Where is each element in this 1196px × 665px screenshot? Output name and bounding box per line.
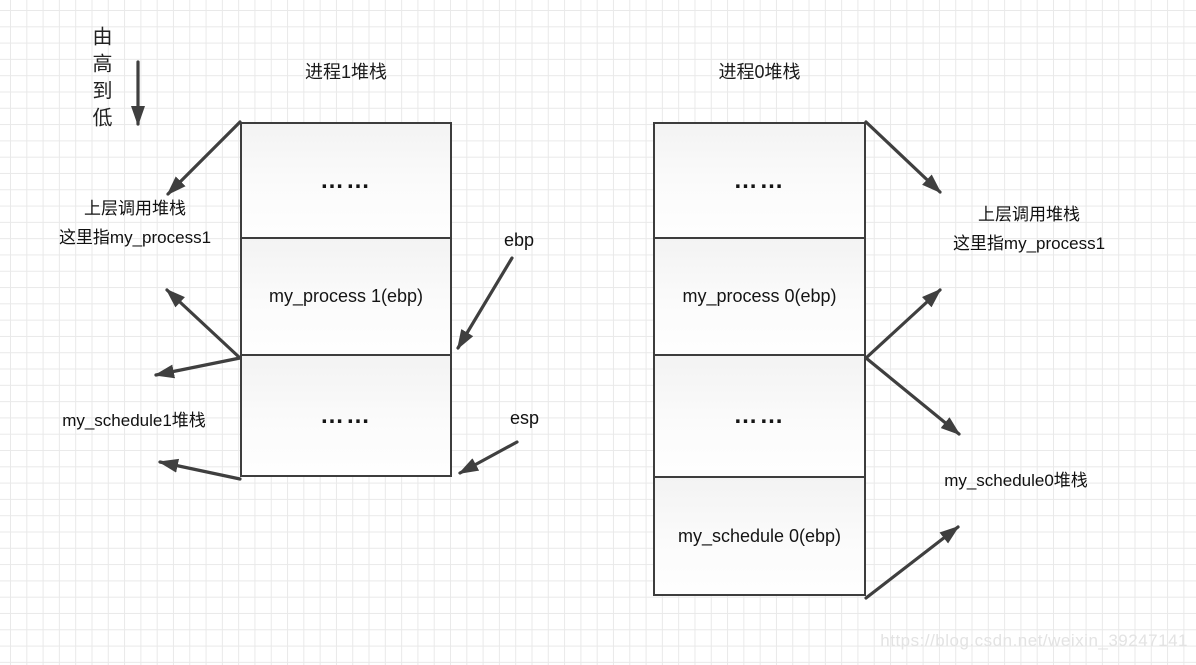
stack1-caller-line2: 这里指my_process1 [58,228,212,247]
stack1-caller-annotation: 上层调用堆栈 这里指my_process1 [28,194,242,252]
stack0-title: 进程0堆栈 [718,62,801,82]
stack1: …… my_process 1(ebp) …… [240,122,452,477]
stack1-bottom-arrow [158,458,242,481]
stack1-mid-to-schedule-arrow [154,356,242,379]
stack1-cell-my-process1: my_process 1(ebp) [240,237,452,356]
stack0-caller-line2: 这里指my_process1 [952,234,1106,253]
stack0-top-to-caller-arrow [864,120,942,194]
stack0-mid-to-schedule-arrow [864,356,961,436]
stack0-cell-my-process0: my_process 0(ebp) [653,237,866,356]
stack0-cell-ellipsis-top: …… [653,122,866,239]
esp-label: esp [510,408,540,428]
stack0-mid-up-arrow [864,288,942,360]
stack1-mid-up-arrow [165,288,242,360]
watermark: https://blog.csdn.net/weixin_39247141 [880,631,1188,650]
stack1-caller-line1: 上层调用堆栈 [84,199,186,218]
stack1-cell-ellipsis-bottom: …… [240,354,452,477]
stack1-title: 进程1堆栈 [304,62,387,82]
ebp-arrow [456,256,514,350]
stack0-cell-my-schedule0: my_schedule 0(ebp) [653,476,866,596]
stack0-cell-ellipsis-bottom: …… [653,354,866,478]
stack1-top-to-caller-arrow [166,120,242,196]
stack0-caller-annotation: 上层调用堆栈 这里指my_process1 [926,200,1132,258]
stack0-bottom-arrow [864,525,960,600]
ebp-label: ebp [504,230,535,250]
stack0: …… my_process 0(ebp) …… my_schedule 0(eb… [653,122,866,596]
stack0-caller-line1: 上层调用堆栈 [978,205,1080,224]
direction-note: 由高到低 [89,26,111,134]
stack1-cell-ellipsis-top: …… [240,122,452,239]
stack1-schedule-annotation: my_schedule1堆栈 [62,411,206,430]
stack0-schedule-annotation: my_schedule0堆栈 [944,471,1088,490]
esp-arrow [458,440,519,475]
